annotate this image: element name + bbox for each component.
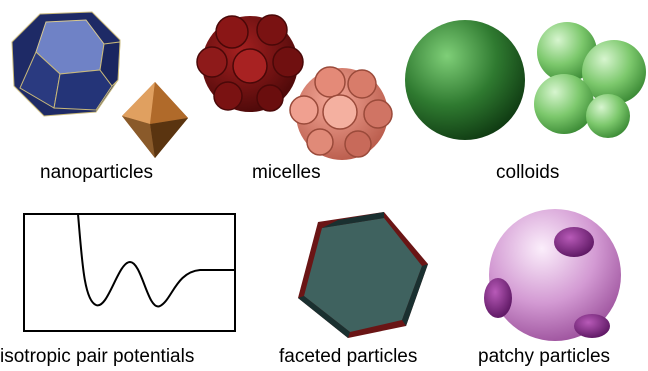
colloid-sphere (405, 20, 525, 140)
truncated-octahedron (11, 11, 121, 117)
faceted-particle (298, 212, 428, 338)
octahedron (122, 82, 188, 158)
faceted-particles-label: faceted particles (279, 346, 418, 367)
nanoparticles-label: nanoparticles (40, 162, 154, 183)
colloid-cluster (534, 22, 646, 138)
patchy-particles-label: patchy particles (478, 346, 611, 367)
micelle-dark (196, 14, 304, 112)
micelles-label: micelles (252, 162, 321, 183)
patchy-particle (484, 209, 621, 341)
micelle-light (289, 66, 393, 160)
colloids-label: colloids (496, 162, 560, 183)
pair-potential-plot (23, 213, 236, 332)
pair-potentials-label: isotropic pair potentials (0, 346, 195, 367)
